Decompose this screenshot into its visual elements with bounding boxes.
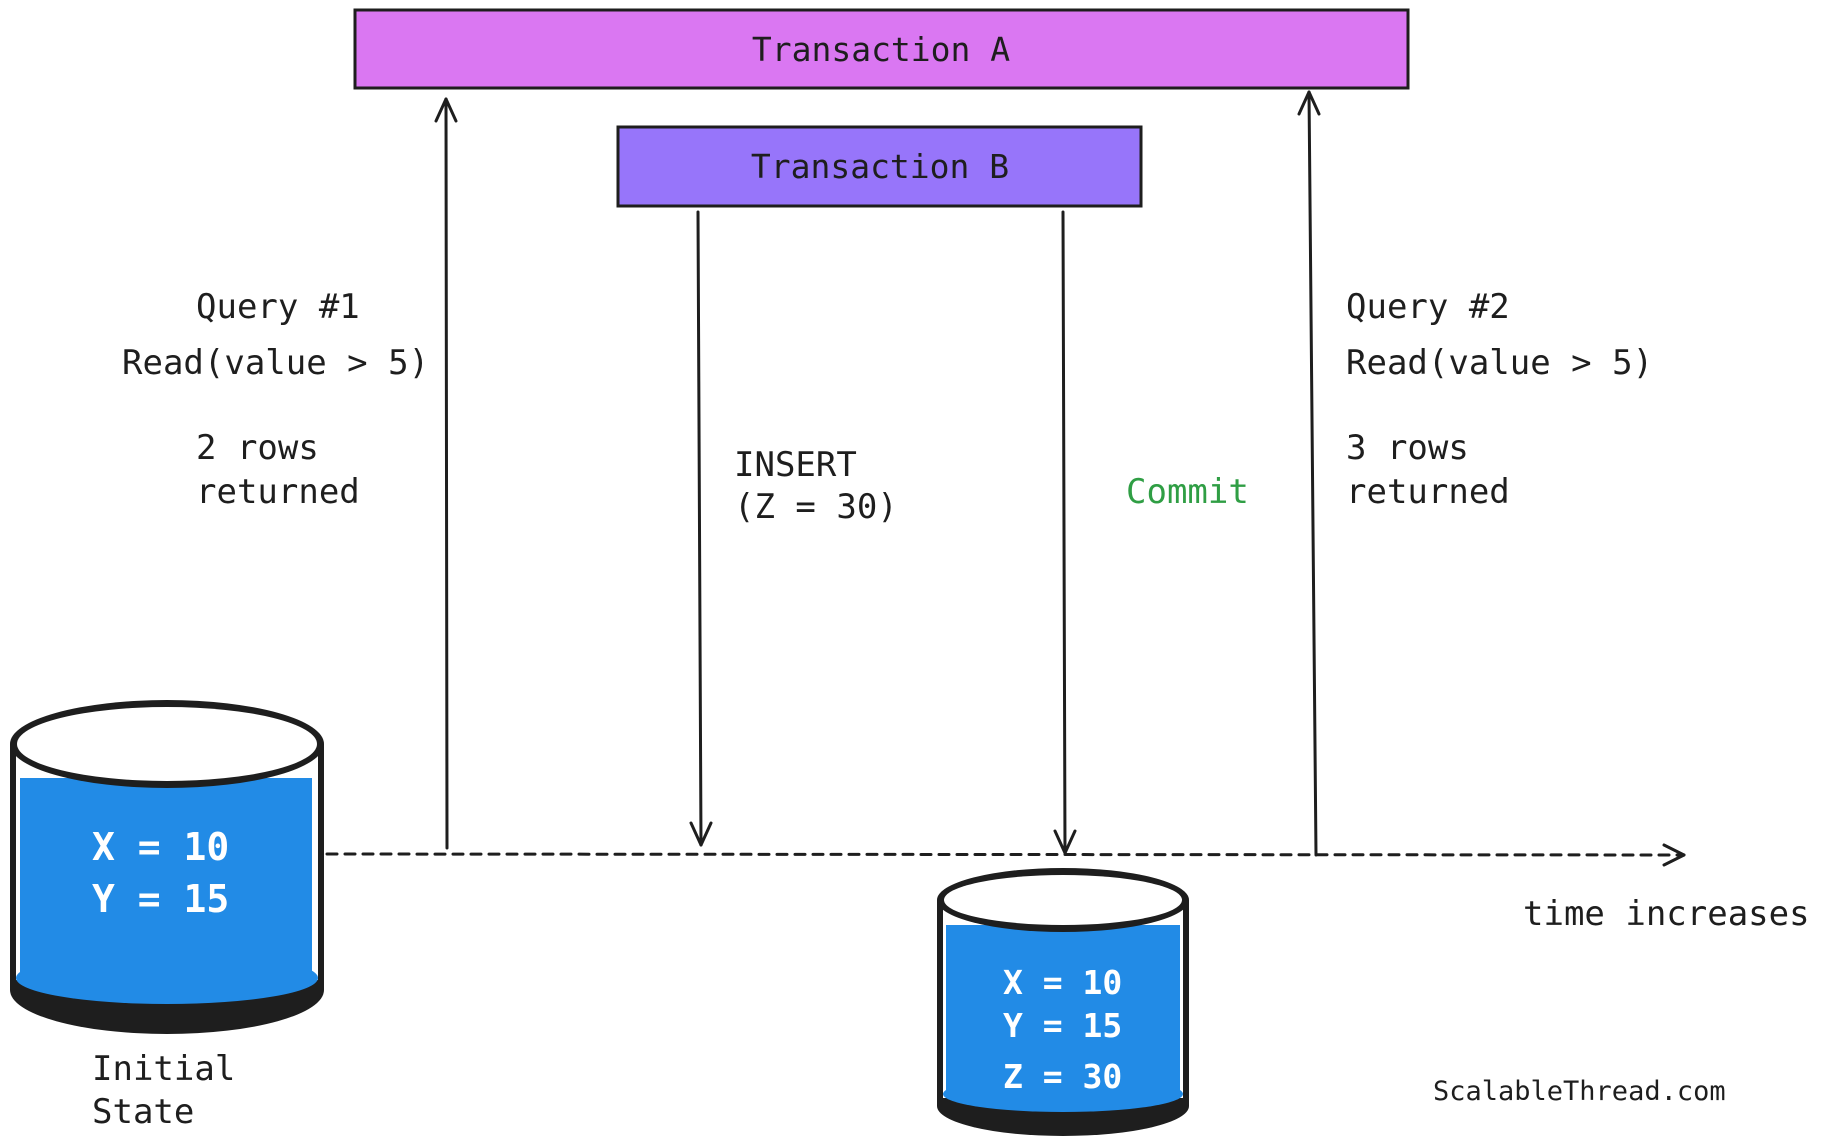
final-db-top [944, 875, 1182, 925]
initial-db-caption-line2: State [92, 1092, 194, 1132]
timeline-line [325, 852, 1686, 857]
query2-title: Query #2 [1346, 287, 1510, 327]
transaction-b: Transaction B [616, 125, 1143, 208]
commit-arrow [1053, 210, 1077, 855]
commit-arrow-line [1061, 210, 1067, 855]
query1-result-count: 2 rows [196, 428, 319, 468]
query1-operation: Read(value > 5) [122, 343, 429, 383]
insert-arrowhead [689, 821, 713, 847]
watermark-text: ScalableThread.com [1433, 1076, 1726, 1107]
transaction-a-bar [353, 8, 1410, 90]
final-db-row-y: Y = 15 [1003, 1006, 1122, 1045]
transaction-b-label: Transaction B [751, 147, 1009, 186]
initial-db-row-x: X = 10 [92, 825, 229, 869]
query1-title: Query #1 [196, 287, 360, 327]
final-db-row-z: Z = 30 [1003, 1057, 1122, 1096]
timeline: time increases [325, 843, 1810, 934]
query1-arrowhead [434, 97, 458, 123]
insert-arrow-line [696, 210, 703, 847]
query2-notes: Query #2 Read(value > 5) 3 rows returned [1346, 287, 1653, 512]
initial-db-row-y: Y = 15 [92, 877, 229, 921]
query1-arrow-line [444, 97, 449, 850]
final-database: X = 10 Y = 15 Z = 30 [937, 868, 1189, 1136]
query1-notes: Query #1 Read(value > 5) 2 rows returned [122, 287, 429, 512]
query2-arrowhead [1297, 90, 1321, 116]
transaction-b-bar [616, 125, 1143, 208]
transaction-a: Transaction A [353, 8, 1410, 90]
query2-result-count: 3 rows [1346, 428, 1469, 468]
query1-result-text: returned [196, 472, 360, 512]
initial-db-top [17, 707, 317, 781]
commit-arrowhead [1053, 829, 1077, 855]
query2-operation: Read(value > 5) [1346, 343, 1653, 383]
initial-db-liquid [20, 778, 312, 978]
insert-label: INSERT [734, 445, 857, 485]
commit-label: Commit [1126, 472, 1249, 512]
transaction-a-label: Transaction A [752, 30, 1010, 69]
insert-notes: INSERT (Z = 30) [734, 445, 898, 527]
query2-arrow-line [1307, 90, 1318, 857]
query1-arrow [434, 97, 458, 850]
query2-arrow [1297, 90, 1321, 857]
final-db-row-x: X = 10 [1003, 963, 1122, 1002]
insert-arrow [689, 210, 713, 847]
initial-db-caption-line1: Initial [92, 1049, 235, 1089]
timeline-arrowhead [1662, 843, 1686, 867]
final-db-liquid [946, 925, 1180, 1095]
insert-value: (Z = 30) [734, 487, 898, 527]
initial-database: X = 10 Y = 15 Initial State [10, 700, 324, 1132]
query2-result-text: returned [1346, 472, 1510, 512]
timeline-label: time increases [1523, 894, 1810, 934]
